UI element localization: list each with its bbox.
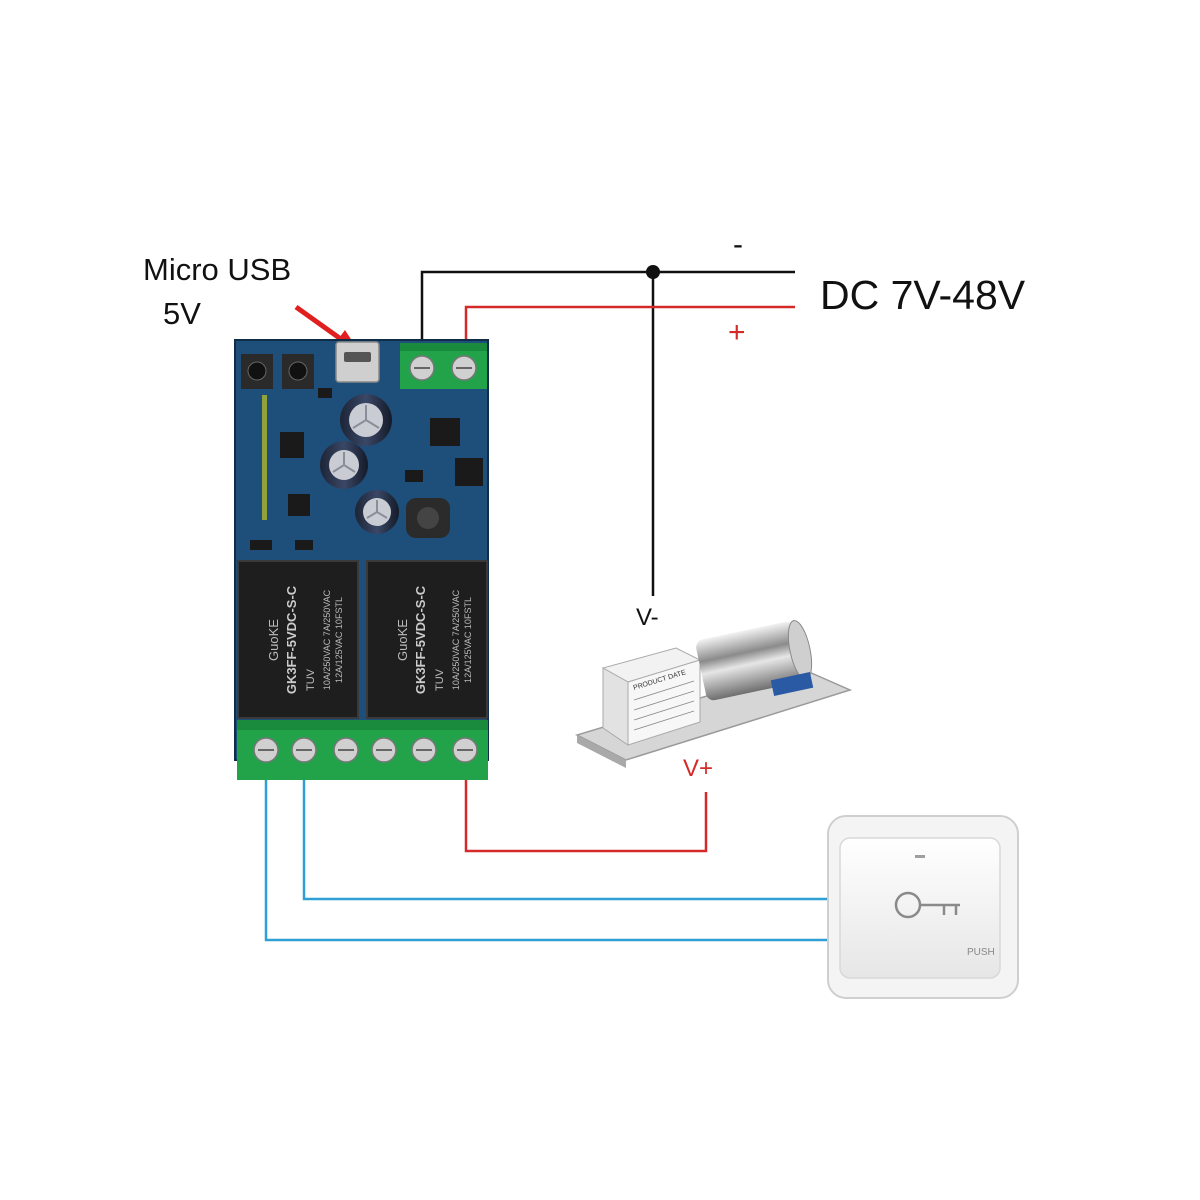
- ic-chip-1: [430, 418, 460, 446]
- dc-plus-label: +: [728, 316, 746, 349]
- dc-supply-label: DC 7V-48V: [820, 272, 1026, 318]
- relay-1-rating-2: 12A/125VAC 10FSTL: [334, 597, 344, 683]
- lock-minus-label: V-: [636, 604, 659, 631]
- inductor: [406, 498, 450, 538]
- terminal-screw-6: [452, 737, 478, 763]
- lock-label-grid: [633, 680, 695, 731]
- key-icon: [894, 891, 960, 919]
- relay-2: GuoKE GK3FF-5VDC-S-C TUV 10A/250VAC 7A/2…: [366, 560, 488, 719]
- antenna-trace: [262, 395, 267, 520]
- terminal-screw-3: [333, 737, 359, 763]
- relay-2-model: GK3FF-5VDC-S-C: [413, 585, 428, 694]
- relay-2-brand: GuoKE: [395, 619, 410, 661]
- electric-bolt-lock: PRODUCT DATE: [574, 620, 853, 768]
- lock-plus-label: V+: [683, 755, 714, 782]
- ic-chip-3: [280, 432, 304, 458]
- relay-1-brand: GuoKE: [266, 619, 281, 661]
- output-terminal-block: [237, 720, 488, 780]
- dc-minus-label: -: [733, 228, 743, 261]
- relay-2-rating-2: 12A/125VAC 10FSTL: [463, 597, 473, 683]
- usb-voltage-label: 5V: [163, 296, 201, 331]
- relay-1: GuoKE GK3FF-5VDC-S-C TUV 10A/250VAC 7A/2…: [237, 560, 359, 719]
- tact-button-2: [282, 354, 314, 389]
- negative-supply-wire: [420, 270, 795, 355]
- relay-module: GuoKE GK3FF-5VDC-S-C TUV 10A/250VAC 7A/2…: [234, 339, 489, 780]
- push-text: PUSH: [967, 947, 995, 958]
- relay-1-rating-1: 10A/250VAC 7A/250VAC: [322, 589, 332, 690]
- relay-2-rating-1: 10A/250VAC 7A/250VAC: [451, 589, 461, 690]
- terminal-screw-5: [411, 737, 437, 763]
- capacitor-3: [355, 490, 399, 534]
- lock-blue-board: [770, 672, 814, 696]
- lock-positive-wire: [464, 762, 708, 853]
- switch-wire-1: [264, 760, 842, 942]
- terminal-screw-4: [371, 737, 397, 763]
- junction-dot: [646, 265, 660, 279]
- tact-button-1: [241, 354, 273, 389]
- terminal-screw-2: [291, 737, 317, 763]
- micro-usb-port: [335, 341, 380, 383]
- ic-chip-4: [288, 494, 310, 516]
- input-terminal-block: [400, 343, 487, 389]
- switch-indicator: [915, 855, 925, 858]
- terminal-screw-1: [253, 737, 279, 763]
- usb-label: Micro USB: [143, 252, 292, 287]
- relay-1-cert: TUV: [305, 668, 317, 691]
- relay-2-cert: TUV: [434, 668, 446, 691]
- capacitor-1: [340, 394, 392, 446]
- capacitor-2: [320, 441, 368, 489]
- exit-push-switch: PUSH: [827, 815, 1019, 999]
- positive-supply-wire: [464, 305, 795, 360]
- switch-wire-2: [302, 760, 842, 901]
- relay-1-model: GK3FF-5VDC-S-C: [284, 585, 299, 694]
- ic-chip-2: [455, 458, 483, 486]
- lock-body-side: [627, 659, 701, 746]
